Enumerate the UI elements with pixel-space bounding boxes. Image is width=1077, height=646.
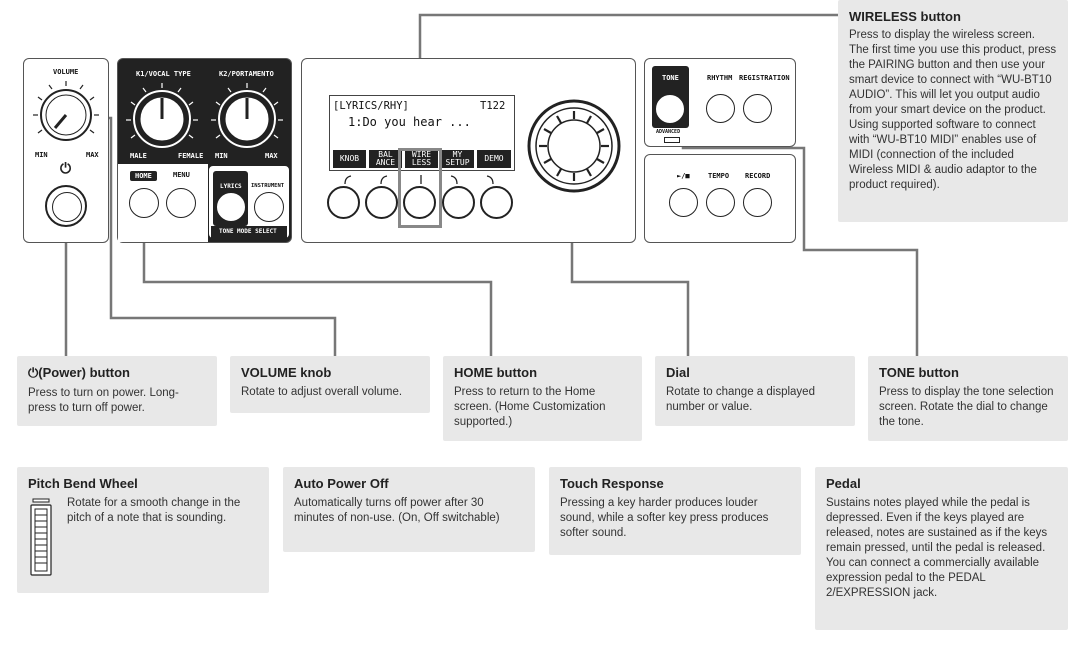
power-button[interactable] [45, 185, 87, 227]
k1-vocal-type-label: K1/VOCAL TYPE [136, 70, 191, 78]
callout-touch-response-desc: Pressing a key harder produces louder so… [560, 497, 769, 539]
callout-tone-desc: Press to display the tone selection scre… [879, 386, 1054, 428]
callout-dial: Dial Rotate to change a displayed number… [655, 356, 855, 426]
rhythm-button[interactable] [706, 94, 735, 123]
callout-pitch-bend: Pitch Bend Wheel Rotate for a smooth cha… [17, 467, 269, 593]
lcd-knob-button[interactable]: KNOB [333, 150, 366, 168]
callout-wireless-title: WIRELESS button [849, 9, 961, 24]
leader-line-home [142, 218, 493, 356]
transport-panel: ►/■ TEMPO RECORD [644, 154, 796, 243]
pitch-bend-wheel-icon [30, 498, 52, 576]
callout-power: ⏻(Power) button Press to turn on power. … [17, 356, 217, 426]
callout-home-title: HOME button [454, 365, 538, 380]
dial[interactable] [527, 99, 621, 193]
soft-button-5[interactable] [480, 186, 513, 219]
lcd-balance-button[interactable]: BAL ANCE [369, 150, 402, 168]
wireless-highlight-box [398, 148, 442, 228]
soft-button-1[interactable] [327, 186, 360, 219]
callout-power-desc: Press to turn on power. Long-press to tu… [28, 387, 179, 414]
tempo-label: TEMPO [708, 172, 730, 180]
volume-min-label: MIN [35, 151, 48, 159]
tone-mode-select-box: LYRICS INSTRUMENT TONE MODE SELECT [209, 166, 289, 238]
home-label: HOME [130, 171, 157, 181]
advanced-indicator [664, 137, 680, 143]
callout-home-desc: Press to return to the Home screen. (Hom… [454, 386, 606, 428]
volume-label: VOLUME [53, 68, 79, 76]
tone-mode-select-label: TONE MODE SELECT [219, 228, 277, 235]
registration-button[interactable] [743, 94, 772, 123]
lcd-demo-button[interactable]: DEMO [477, 150, 511, 168]
callout-touch-response-title: Touch Response [560, 476, 664, 491]
male-label: MALE [130, 152, 147, 160]
callout-pedal-title: Pedal [826, 476, 861, 491]
tempo-button[interactable] [706, 188, 735, 217]
lyrics-label: LYRICS [220, 183, 242, 190]
volume-power-panel: VOLUME MIN MAX ⏻ [23, 58, 109, 243]
lcd-screen: [LYRICS/RHY] T122 1:Do you hear ... KNOB… [329, 95, 515, 171]
callout-wireless-desc: Press to display the wireless screen. Th… [849, 29, 1057, 191]
k2-knob[interactable] [208, 81, 286, 155]
lcd-tempo-text: T122 [480, 100, 506, 112]
callout-pedal: Pedal Sustains notes played while the pe… [815, 467, 1068, 630]
lcd-mode-text: [LYRICS/RHY] [333, 100, 409, 112]
callout-home: HOME button Press to return to the Home … [443, 356, 642, 441]
instrument-button[interactable] [254, 192, 284, 222]
callout-volume: VOLUME knob Rotate to adjust overall vol… [230, 356, 430, 413]
k2-max-label: MAX [265, 152, 278, 160]
tone-button[interactable] [656, 95, 684, 123]
wireless-soft-button[interactable] [403, 186, 436, 219]
k2-portamento-label: K2/PORTAMENTO [219, 70, 274, 78]
callout-auto-power-off: Auto Power Off Automatically turns off p… [283, 467, 535, 552]
volume-knob[interactable] [30, 79, 102, 151]
rhythm-label: RHYTHM [707, 74, 733, 82]
soft-button-4[interactable] [442, 186, 475, 219]
k2-min-label: MIN [215, 152, 228, 160]
lcd-wireless-button[interactable]: WIRE LESS [405, 150, 438, 168]
registration-label: REGISTRATION [739, 74, 790, 82]
play-stop-label: ►/■ [677, 172, 690, 180]
display-panel: [LYRICS/RHY] T122 1:Do you hear ... KNOB… [301, 58, 636, 243]
power-title-icon: ⏻ [28, 366, 39, 381]
instrument-label: INSTRUMENT [251, 183, 285, 189]
female-label: FEMALE [178, 152, 204, 160]
callout-pitch-bend-desc: Rotate for a smooth change in the pitch … [67, 497, 241, 524]
volume-max-label: MAX [86, 151, 99, 159]
callout-volume-desc: Rotate to adjust overall volume. [241, 386, 403, 398]
lcd-my-setup-button[interactable]: MY SETUP [441, 150, 474, 168]
play-stop-button[interactable] [669, 188, 698, 217]
soft-button-2[interactable] [365, 186, 398, 219]
callout-auto-power-off-title: Auto Power Off [294, 476, 389, 491]
k1-knob[interactable] [123, 81, 201, 155]
advanced-label: ADVANCED [656, 129, 681, 135]
power-icon: ⏻ [60, 161, 72, 177]
lcd-arrow-icons [344, 175, 494, 185]
callout-tone: TONE button Press to display the tone se… [868, 356, 1068, 441]
knob-panel: K1/VOCAL TYPE K2/PORTAMENTO MALE FEMALE … [117, 58, 292, 243]
callout-volume-title: VOLUME knob [241, 365, 332, 380]
lcd-lyric-text: 1:Do you hear ... [348, 115, 471, 129]
callout-wireless: WIRELESS button Press to display the wir… [838, 0, 1068, 222]
lyrics-button[interactable] [216, 192, 246, 222]
callout-power-title: (Power) button [38, 365, 131, 380]
record-label: RECORD [745, 172, 771, 180]
tone-panel: TONE ADVANCED RHYTHM REGISTRATION [644, 58, 796, 147]
callout-dial-desc: Rotate to change a displayed number or v… [666, 386, 815, 413]
callout-pitch-bend-title: Pitch Bend Wheel [28, 476, 138, 491]
menu-button[interactable] [166, 188, 196, 218]
callout-dial-title: Dial [666, 365, 690, 380]
menu-label: MENU [173, 171, 190, 179]
callout-auto-power-off-desc: Automatically turns off power after 30 m… [294, 497, 500, 524]
callout-touch-response: Touch Response Pressing a key harder pro… [549, 467, 801, 555]
callout-pedal-desc: Sustains notes played while the pedal is… [826, 497, 1048, 599]
home-button[interactable] [129, 188, 159, 218]
tone-label: TONE [662, 74, 679, 82]
callout-tone-title: TONE button [879, 365, 959, 380]
record-button[interactable] [743, 188, 772, 217]
